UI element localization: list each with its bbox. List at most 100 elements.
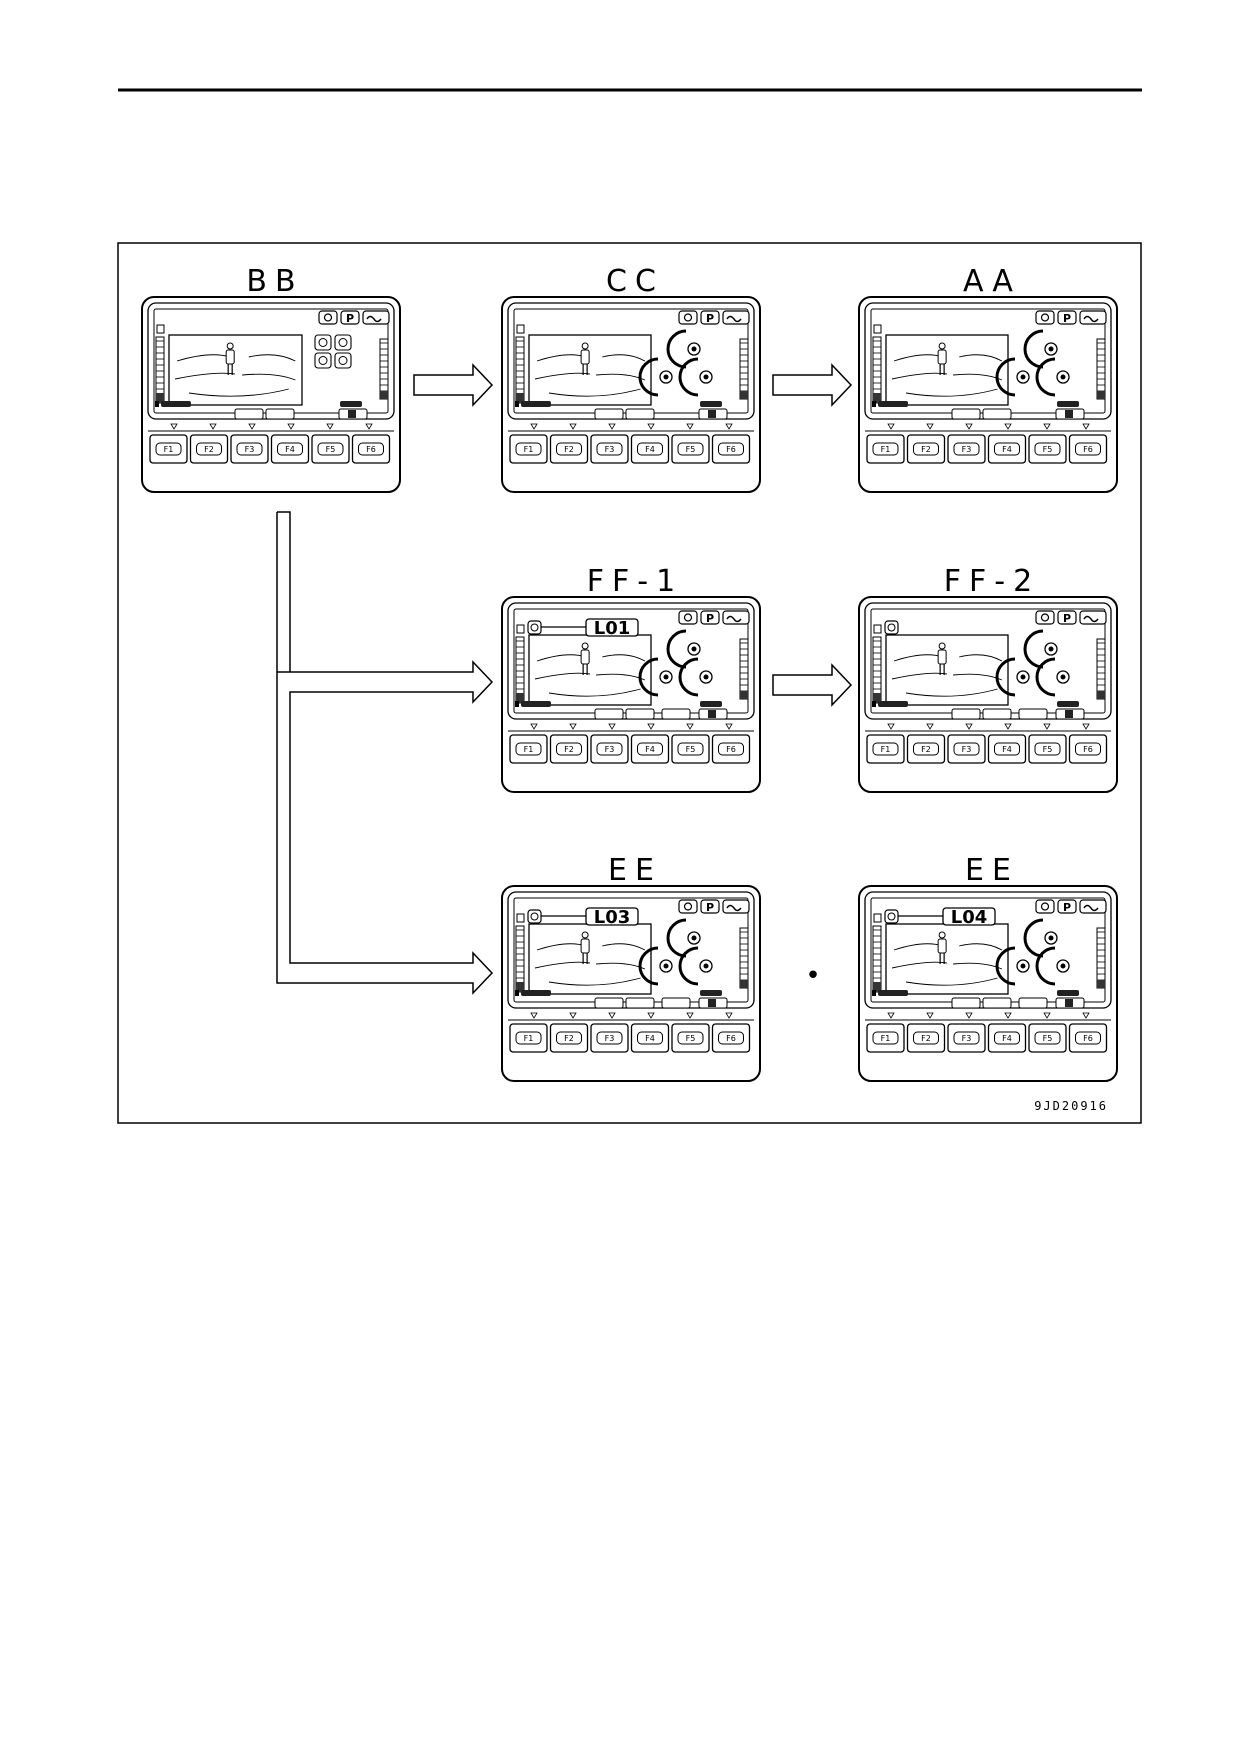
function-key-f5[interactable]: F5 — [671, 734, 710, 764]
function-key-f5[interactable]: F5 — [671, 1023, 710, 1053]
travel-speed-icon — [334, 352, 352, 369]
function-key-label: F3 — [605, 1034, 615, 1043]
hour-meter — [521, 701, 551, 707]
parking-icon — [1057, 310, 1077, 325]
auto-decel-icon-glyph — [318, 356, 328, 365]
function-key-f3[interactable]: F3 — [947, 734, 986, 764]
function-key-f5[interactable]: F5 — [671, 434, 710, 464]
function-key-f4[interactable]: F4 — [987, 434, 1027, 464]
function-key-f2[interactable]: F2 — [549, 1023, 589, 1053]
function-key-f4[interactable]: F4 — [987, 734, 1027, 764]
function-key-label: F6 — [726, 745, 736, 754]
camera-switch-tab — [234, 408, 264, 420]
function-key-f4[interactable]: F4 — [270, 434, 310, 464]
function-key-f2[interactable]: F2 — [906, 1023, 946, 1053]
function-key-f2[interactable]: F2 — [549, 434, 589, 464]
fuel-consumption-readout — [700, 990, 722, 996]
function-key-f5[interactable]: F5 — [1028, 734, 1067, 764]
warning-icon — [884, 620, 899, 635]
function-key-f6[interactable]: F6 — [1068, 1023, 1108, 1053]
coolant-temp-fill — [516, 982, 524, 992]
separator-bullet: • — [805, 961, 820, 991]
function-key-label: F4 — [1002, 445, 1012, 454]
camera-guide-line — [548, 388, 641, 397]
parking-icon-glyph: P — [1063, 612, 1071, 625]
function-key-label: F4 — [285, 445, 295, 454]
function-key-f4[interactable]: F4 — [630, 434, 670, 464]
camera-switch-tab — [594, 708, 624, 720]
function-key-f2[interactable]: F2 — [549, 734, 589, 764]
function-key-f6[interactable]: F6 — [351, 434, 391, 464]
function-key-label: F6 — [1083, 445, 1093, 454]
function-key-label: F4 — [645, 745, 655, 754]
engine-speed-gauge-dot — [691, 935, 697, 941]
function-key-f1[interactable]: F1 — [149, 434, 188, 464]
function-key-label: F2 — [564, 445, 574, 454]
coolant-temp-fill — [873, 693, 881, 703]
function-key-f5[interactable]: F5 — [1028, 434, 1067, 464]
warning-icon-glyph — [530, 623, 539, 632]
engine-speed-gauge — [1023, 329, 1044, 369]
camera-guide-line — [959, 654, 1003, 662]
buzzer-cancel-tab — [1018, 708, 1048, 720]
menu-icon — [708, 710, 716, 718]
function-key-f4[interactable]: F4 — [987, 1023, 1027, 1053]
function-key-f3[interactable]: F3 — [230, 434, 269, 464]
key-indicator — [725, 723, 733, 730]
function-key-f2[interactable]: F2 — [189, 434, 229, 464]
fuel-icon-glyph — [1040, 613, 1050, 622]
function-key-f4[interactable]: F4 — [630, 1023, 670, 1053]
key-indicator — [725, 1012, 733, 1019]
key-indicator — [926, 423, 934, 430]
fuel-icon-glyph — [683, 902, 693, 911]
function-key-f1[interactable]: F1 — [866, 734, 905, 764]
hydraulic-oil-gauge-dot — [1060, 374, 1066, 380]
function-key-f3[interactable]: F3 — [590, 1023, 629, 1053]
camera-guide-line — [602, 943, 646, 951]
key-indicator — [647, 723, 655, 730]
engine-speed-gauge — [666, 629, 687, 669]
function-key-f6[interactable]: F6 — [1068, 734, 1108, 764]
function-key-f5[interactable]: F5 — [311, 434, 350, 464]
function-key-label: F5 — [686, 1034, 696, 1043]
parking-icon — [700, 310, 720, 325]
key-indicator — [608, 423, 616, 430]
function-key-f1[interactable]: F1 — [509, 434, 548, 464]
function-key-f1[interactable]: F1 — [509, 734, 548, 764]
function-key-label: F1 — [524, 1034, 534, 1043]
hydraulic-oil-gauge — [1035, 357, 1056, 397]
key-indicator — [365, 423, 373, 430]
key-indicator — [569, 1012, 577, 1019]
fuel-consumption-readout — [1057, 401, 1079, 407]
function-key-label: F2 — [564, 1034, 574, 1043]
function-key-f6[interactable]: F6 — [711, 734, 751, 764]
hydraulic-temp-gauge-dot — [663, 963, 669, 969]
oil-pressure-icon — [1079, 310, 1107, 325]
function-key-f5[interactable]: F5 — [1028, 1023, 1067, 1053]
camera-guide-line — [905, 688, 998, 697]
arrow-right-icon — [413, 363, 494, 407]
oil-pressure-icon-glyph — [1083, 615, 1099, 623]
function-key-label: F6 — [1083, 745, 1093, 754]
function-key-f6[interactable]: F6 — [711, 434, 751, 464]
function-key-f3[interactable]: F3 — [590, 734, 629, 764]
function-key-f2[interactable]: F2 — [906, 734, 946, 764]
function-key-f3[interactable]: F3 — [947, 434, 986, 464]
person-icon — [937, 642, 947, 675]
function-key-label: F6 — [726, 445, 736, 454]
function-key-f3[interactable]: F3 — [590, 434, 629, 464]
function-key-f1[interactable]: F1 — [866, 434, 905, 464]
person-icon — [580, 342, 590, 375]
function-key-f6[interactable]: F6 — [1068, 434, 1108, 464]
function-key-f3[interactable]: F3 — [947, 1023, 986, 1053]
function-key-f1[interactable]: F1 — [866, 1023, 905, 1053]
oil-pressure-icon-glyph — [726, 615, 742, 623]
function-key-f2[interactable]: F2 — [906, 434, 946, 464]
function-key-f6[interactable]: F6 — [711, 1023, 751, 1053]
fuel-icon — [1035, 899, 1055, 914]
camera-guide-line — [188, 388, 289, 397]
parking-icon — [1057, 610, 1077, 625]
function-key-f1[interactable]: F1 — [509, 1023, 548, 1053]
coolant-temp-icon — [873, 324, 882, 334]
function-key-f4[interactable]: F4 — [630, 734, 670, 764]
